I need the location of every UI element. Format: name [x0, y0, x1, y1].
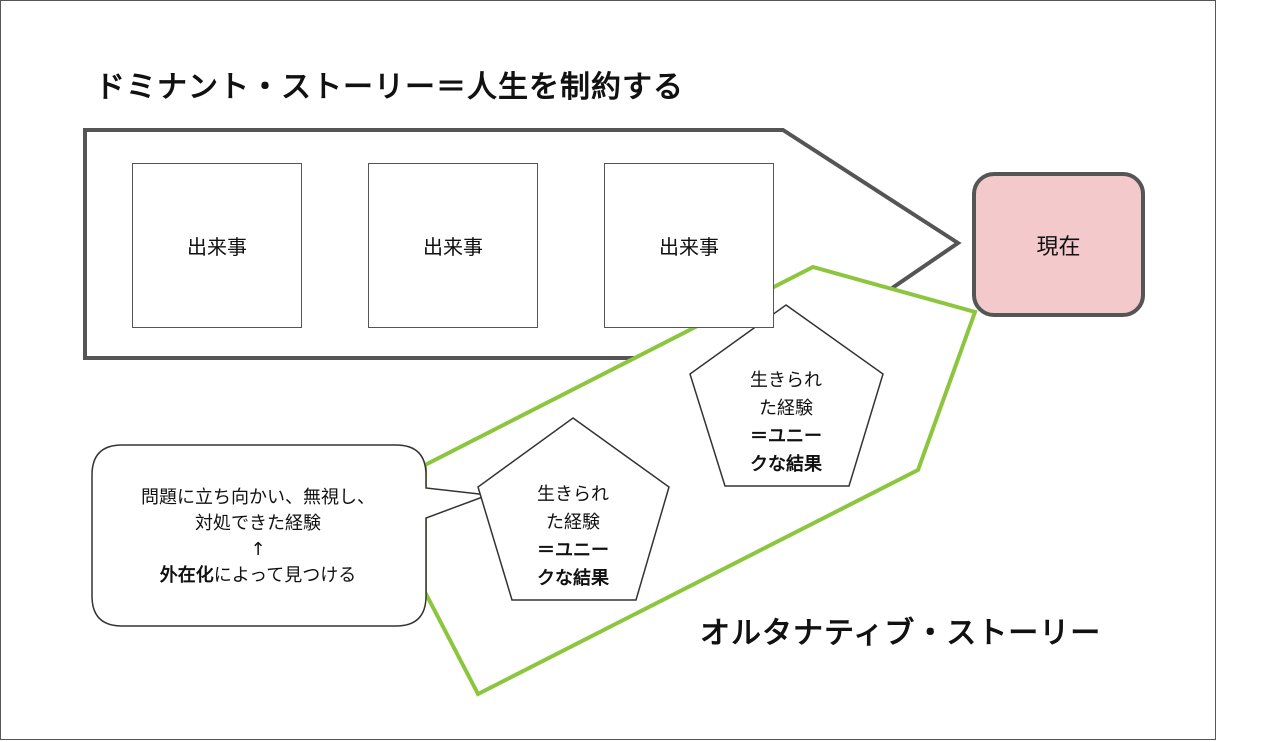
unique-outcome-line: クな結果 [750, 454, 822, 475]
event-box-1: 出来事 [132, 163, 302, 328]
unique-outcome-line: ＝ユニー [750, 426, 822, 447]
event-label: 出来事 [423, 235, 483, 259]
unique-outcome-line: た経験 [546, 512, 600, 533]
unique-outcome-line: 生きられ [750, 370, 822, 391]
event-label: 出来事 [187, 235, 247, 259]
callout-arrow: ↑ [250, 539, 266, 560]
unique-outcome-pentagon-2 [477, 417, 670, 601]
callout-line-3-bold: 外在化 [159, 565, 214, 586]
event-box-2: 出来事 [368, 163, 538, 328]
event-box-3: 出来事 [604, 163, 774, 328]
callout-line-3-rest: によって見つける [213, 565, 357, 586]
dominant-story-title: ドミナント・ストーリー＝人生を制約する [95, 70, 684, 105]
present-label: 現在 [1036, 234, 1081, 260]
callout-line-3: 外在化によって見つける [100, 563, 416, 589]
unique-outcome-text-1: 生きられ た経験 ＝ユニー クな結果 [736, 367, 836, 479]
unique-outcome-line: クな結果 [537, 568, 609, 589]
unique-outcome-pentagon-1 [689, 304, 884, 487]
callout-line-2: 対処できた経験 [195, 513, 321, 534]
callout-text: 問題に立ち向かい、無視し、 対処できた経験 ↑ 外在化によって見つける [100, 485, 416, 589]
unique-outcome-line: ＝ユニー [537, 540, 609, 561]
callout-line-1: 問題に立ち向かい、無視し、 [141, 487, 375, 508]
present-box: 現在 [972, 172, 1145, 317]
callout-bubble [91, 444, 489, 627]
unique-outcome-text-2: 生きられ た経験 ＝ユニー クな結果 [523, 481, 623, 593]
unique-outcome-line: た経験 [759, 398, 813, 419]
unique-outcome-line: 生きられ [537, 484, 609, 505]
alternative-story-title: オルタナティブ・ストーリー [700, 616, 1102, 651]
event-label: 出来事 [659, 235, 719, 259]
